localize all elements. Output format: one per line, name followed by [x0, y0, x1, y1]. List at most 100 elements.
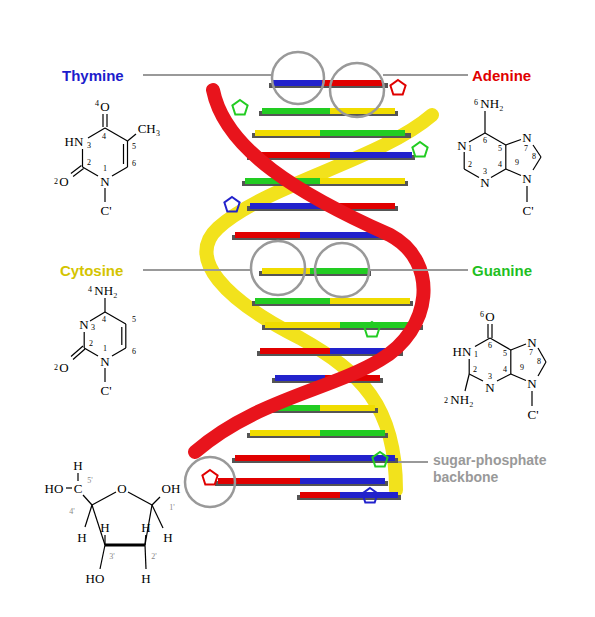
base-pairs-part [310, 455, 395, 461]
leader-lines-part [143, 74, 272, 76]
position-number: 5' [87, 477, 92, 485]
sugar-bonds-part [104, 535, 105, 545]
leader-lines-part [383, 74, 468, 76]
atom-label: N [485, 381, 494, 394]
guanine-bonds-part [531, 391, 532, 406]
sugar-rings-part [224, 197, 239, 212]
position-number: 2 [89, 340, 93, 348]
position-number: 6 [488, 342, 492, 350]
thymine-bonds-part [104, 188, 105, 202]
base-pairs-part [320, 405, 375, 411]
atom-label: HO [86, 572, 105, 585]
cytosine-bonds-part [84, 332, 85, 348]
position-number: 4 [102, 316, 106, 324]
atom-label: NH₂ [94, 284, 117, 297]
base-pairs-part [235, 455, 310, 461]
thymine-bonds-part [71, 166, 82, 174]
sugar-bonds-part [144, 535, 146, 545]
thymine-bonds-part [112, 167, 128, 176]
adenine-bonds-part [526, 186, 527, 202]
position-number: 1 [103, 345, 107, 353]
base-name: Cytosine [60, 263, 123, 278]
guanine-bonds-part [491, 324, 492, 338]
guanine-bonds-part [469, 359, 470, 374]
thymine-bonds-part [106, 114, 107, 127]
guanine-bonds-part [490, 338, 511, 350]
position-number: 2 [468, 161, 472, 169]
base-pairs-part [300, 492, 340, 498]
base-name: Guanine [472, 263, 532, 278]
atom-label: H [163, 531, 172, 544]
sugar-bonds-part [83, 495, 92, 505]
thymine-bonds-part [82, 149, 83, 167]
thymine-bonds [71, 114, 136, 202]
position-number: 1 [468, 145, 472, 153]
backbone-label: sugar-phosphate backbone [433, 452, 563, 486]
atom-label: H [77, 531, 86, 544]
position-number: 7 [524, 145, 528, 153]
sugar-bonds-part [152, 505, 163, 528]
guanine-bonds-part [475, 338, 490, 347]
base-pairs-part [340, 492, 398, 498]
leader-lines-part [398, 461, 428, 463]
atom-label: H [73, 459, 82, 472]
sugar-rings [202, 80, 427, 503]
position-number: 4 [95, 100, 99, 108]
adenine-bonds-part [469, 133, 485, 142]
sugar-bonds-part [145, 545, 146, 569]
cytosine-bonds-part [105, 312, 126, 324]
adenine-bonds [464, 111, 541, 202]
position-number: 1 [474, 351, 478, 359]
base-pairs-part [250, 430, 320, 436]
position-number: 3 [87, 142, 91, 150]
base-pairs-part [218, 478, 300, 484]
leader-lines-part [369, 269, 468, 271]
sugar-rings-part [202, 470, 217, 485]
leader-lines [143, 75, 468, 462]
cytosine-bonds-part [84, 348, 98, 356]
sugar-rings-part [412, 142, 427, 157]
position-number: 6 [474, 99, 478, 107]
position-number: 3 [91, 324, 95, 332]
atom-label: N [522, 131, 531, 144]
position-number: 6 [132, 160, 136, 168]
sugar-rings-part [232, 100, 247, 115]
guanine-bonds [465, 324, 546, 406]
position-number: 2 [54, 178, 58, 186]
position-number: 4 [498, 161, 502, 169]
atom-label: NH₂ [480, 97, 503, 110]
base-pairs-part [320, 130, 405, 136]
sugar-bonds-part [105, 544, 145, 547]
highlight-circles [185, 52, 384, 507]
adenine-bonds-part [506, 169, 521, 176]
sugar-bonds-part [77, 473, 78, 481]
cytosine-bonds-part [104, 368, 105, 382]
base-pairs-part [255, 298, 330, 304]
sugar-bonds-part [128, 492, 152, 505]
base-pairs-part [320, 430, 385, 436]
thymine-bonds-part [105, 128, 128, 141]
position-number: 4 [88, 286, 92, 294]
atom-label: OH [162, 482, 181, 495]
atom-label: N [79, 318, 88, 331]
position-number: 7 [529, 349, 533, 357]
atom-label: N [457, 139, 466, 152]
atom-label: N [527, 377, 536, 390]
sugar-bonds [66, 473, 163, 569]
atom-label: C' [100, 384, 111, 397]
highlight-circles-part [272, 52, 324, 104]
position-number: 6 [132, 348, 136, 356]
atom-label: O [59, 175, 68, 188]
atom-label: C [74, 482, 83, 495]
base-pairs-part [320, 178, 405, 184]
thymine-bonds-part [127, 141, 128, 167]
position-number: 5 [498, 145, 502, 153]
cytosine-bonds-part [104, 298, 105, 312]
adenine-bonds-part [491, 169, 506, 178]
sugar-bonds-part [152, 497, 160, 505]
adenine-bonds-part [464, 169, 479, 178]
guanine-bonds-part [487, 324, 488, 338]
atom-label: N [522, 172, 531, 185]
cytosine-bonds-part [125, 324, 126, 348]
